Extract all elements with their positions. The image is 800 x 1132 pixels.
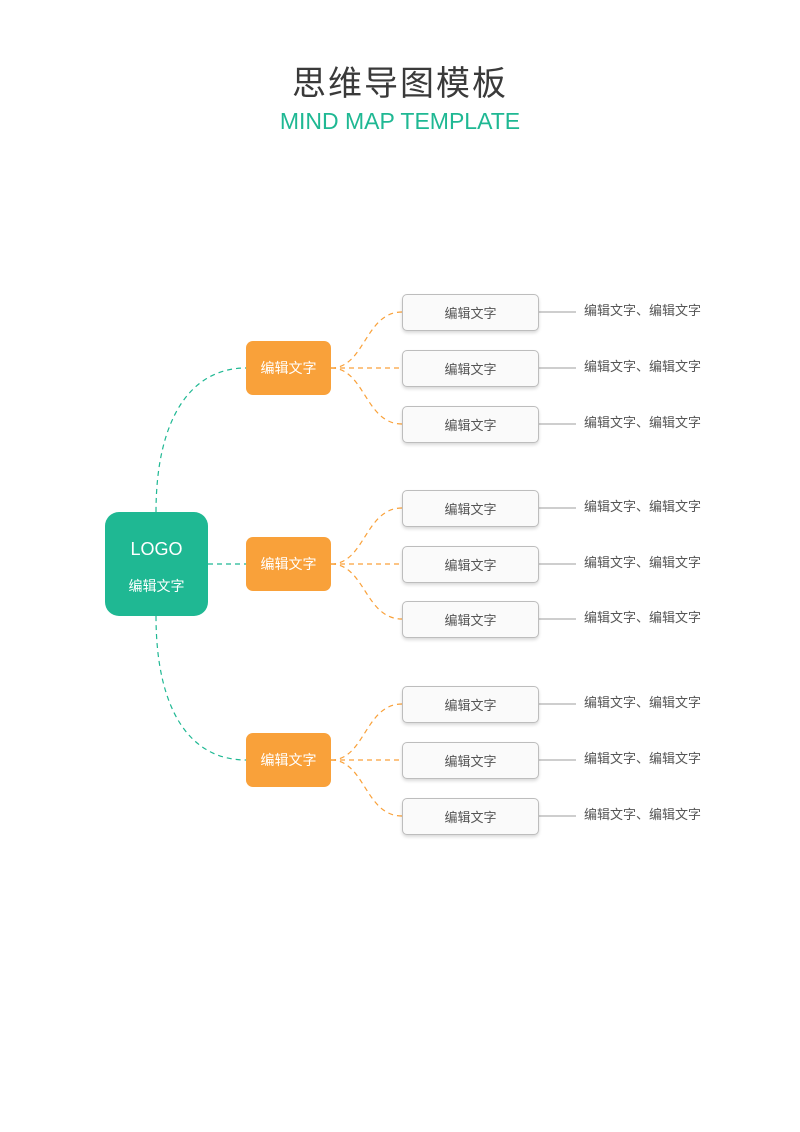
leaf-node[interactable]: 编辑文字 [402, 742, 539, 779]
leaf-node[interactable]: 编辑文字 [402, 294, 539, 331]
root-logo: LOGO [130, 539, 183, 559]
leaf-node[interactable]: 编辑文字 [402, 350, 539, 387]
leaf-node[interactable]: 编辑文字 [402, 490, 539, 527]
branch-link-2-1 [330, 507, 403, 565]
branch-node-3[interactable]: 编辑文字 [246, 733, 331, 787]
leaf-node[interactable]: 编辑文字 [402, 406, 539, 443]
branch-link-1-3 [330, 367, 403, 425]
branch-link-3-1 [330, 703, 403, 761]
root-link-1 [155, 367, 247, 513]
leaf-node[interactable]: 编辑文字 [402, 686, 539, 723]
leaf-note: 编辑文字、编辑文字 [584, 416, 702, 431]
page-subtitle: MIND MAP TEMPLATE [279, 108, 521, 134]
branch-node-2[interactable]: 编辑文字 [246, 537, 331, 591]
leaf-note: 编辑文字、编辑文字 [584, 696, 702, 711]
branch-link-3-3 [330, 759, 403, 817]
leaf-note: 编辑文字、编辑文字 [584, 611, 702, 626]
leaf-note: 编辑文字、编辑文字 [584, 360, 702, 375]
leaf-node[interactable]: 编辑文字 [402, 798, 539, 835]
root-node[interactable]: LOGO 编辑文字 [105, 512, 208, 616]
leaf-note: 编辑文字、编辑文字 [584, 556, 702, 571]
leaf-node[interactable]: 编辑文字 [402, 546, 539, 583]
root-label: 编辑文字 [128, 579, 185, 595]
branch-node-1[interactable]: 编辑文字 [246, 341, 331, 395]
leaf-note: 编辑文字、编辑文字 [584, 304, 702, 319]
leaf-note: 编辑文字、编辑文字 [584, 500, 702, 515]
branch-link-1-1 [330, 311, 403, 369]
root-link-3 [155, 615, 247, 761]
leaf-node[interactable]: 编辑文字 [402, 601, 539, 638]
leaf-note: 编辑文字、编辑文字 [584, 752, 702, 767]
leaf-note: 编辑文字、编辑文字 [584, 808, 702, 823]
branch-link-2-3 [330, 563, 403, 620]
page-title: 思维导图模板 [292, 64, 508, 104]
